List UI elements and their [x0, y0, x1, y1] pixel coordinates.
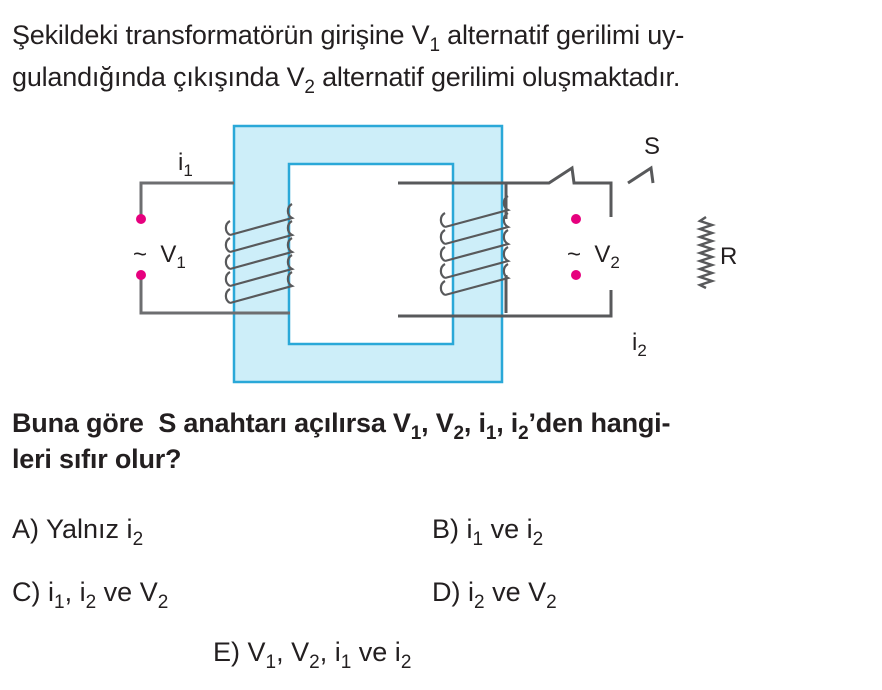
text-segment: , i	[319, 637, 341, 667]
text-segment: i	[460, 577, 474, 607]
coil-turn	[224, 254, 295, 288]
transformer-diagram: i1 ~ V1 ~ V2 S R i2	[133, 124, 737, 384]
subscript: 2	[453, 423, 465, 444]
text-segment: , V	[276, 637, 310, 667]
subscript: 2	[532, 529, 544, 550]
option-a[interactable]: A) Yalnız i2	[12, 514, 143, 549]
question-line-2: leri sıfır olur?	[12, 444, 182, 475]
text-segment: alternatif gerilimi oluşmaktadır.	[314, 62, 681, 92]
transformer-core	[232, 124, 504, 384]
text-segment: ve V	[484, 577, 547, 607]
subscript: 1	[340, 652, 352, 673]
text-segment: leri sıfır olur?	[12, 444, 182, 474]
text-segment: alternatif gerilimi uy-	[439, 20, 685, 50]
subscript: 2	[518, 423, 529, 444]
v1-terminal-top	[136, 214, 146, 224]
text-segment: , i	[496, 408, 519, 438]
v2-terminal-top	[571, 214, 581, 224]
option-letter: A)	[12, 514, 39, 544]
option-c[interactable]: C) i1, i2 ve V2	[12, 577, 168, 612]
coil-turn	[439, 229, 511, 263]
label-i1: i1	[178, 149, 193, 180]
subscript: 2	[309, 652, 320, 673]
secondary-circuit	[398, 165, 613, 318]
text-segment: i	[40, 577, 54, 607]
secondary-coil	[439, 195, 511, 297]
question-line-1: Buna göre S anahtarı açılırsa V1, V2, i1…	[12, 408, 671, 443]
option-letter: E)	[213, 637, 240, 667]
text-segment: ’den hangi-	[528, 408, 671, 438]
option-letter: D)	[432, 577, 461, 607]
subscript: 2	[132, 529, 144, 550]
coil-turn	[224, 220, 295, 254]
text-segment: Şekildeki transformatörün girişine V	[12, 20, 430, 50]
label-i2: i2	[632, 329, 647, 360]
subscript: 2	[85, 592, 97, 613]
text-segment: Yalnız i	[39, 514, 133, 544]
option-letter: B)	[432, 514, 459, 544]
label-switch-s: S	[644, 133, 660, 160]
text-segment: V	[240, 637, 266, 667]
switch-s	[627, 165, 655, 185]
resistor-r	[696, 215, 716, 290]
v1-terminal-bottom	[136, 270, 146, 280]
subscript: 2	[546, 592, 557, 613]
subscript: 1	[472, 529, 484, 550]
coil-turn	[224, 237, 295, 271]
text-segment: i	[459, 514, 473, 544]
text-segment: Buna göre S anahtarı açılırsa V	[12, 408, 411, 438]
text-segment: gulandığında çıkışında V	[12, 62, 305, 92]
primary-circuit	[139, 181, 290, 315]
option-e[interactable]: E) V1, V2, i1 ve i2	[213, 637, 411, 672]
subscript: 2	[304, 77, 315, 98]
option-d[interactable]: D) i2 ve V2	[432, 577, 557, 612]
subscript: 2	[400, 652, 412, 673]
text-segment: , i	[463, 408, 486, 438]
text-segment: , i	[64, 577, 86, 607]
coil-turn	[224, 203, 295, 237]
subscript: 1	[410, 423, 422, 444]
text-segment: , V	[421, 408, 454, 438]
subscript: 2	[157, 592, 169, 613]
label-v2: ~ V2	[567, 241, 620, 272]
coil-turn	[224, 271, 295, 305]
label-v1: ~ V1	[133, 241, 186, 272]
text-segment: ve i	[351, 637, 401, 667]
intro-line-1: Şekildeki transformatörün girişine V1 al…	[12, 20, 685, 55]
subscript: 1	[429, 35, 440, 56]
option-b[interactable]: B) i1 ve i2	[432, 514, 543, 549]
subscript: 1	[54, 592, 65, 613]
label-resistor-r: R	[720, 243, 737, 270]
v2-terminal-bottom	[571, 270, 581, 280]
subscript: 1	[265, 652, 277, 673]
subscript: 2	[474, 592, 485, 613]
subscript: 1	[485, 423, 497, 444]
text-segment: ve i	[483, 514, 533, 544]
coil-turn	[439, 246, 511, 280]
option-letter: C)	[12, 577, 41, 607]
primary-coil	[224, 203, 295, 305]
coil-turn	[439, 263, 511, 297]
text-segment: ve V	[96, 577, 158, 607]
intro-line-2: gulandığında çıkışında V2 alternatif ger…	[12, 62, 681, 97]
